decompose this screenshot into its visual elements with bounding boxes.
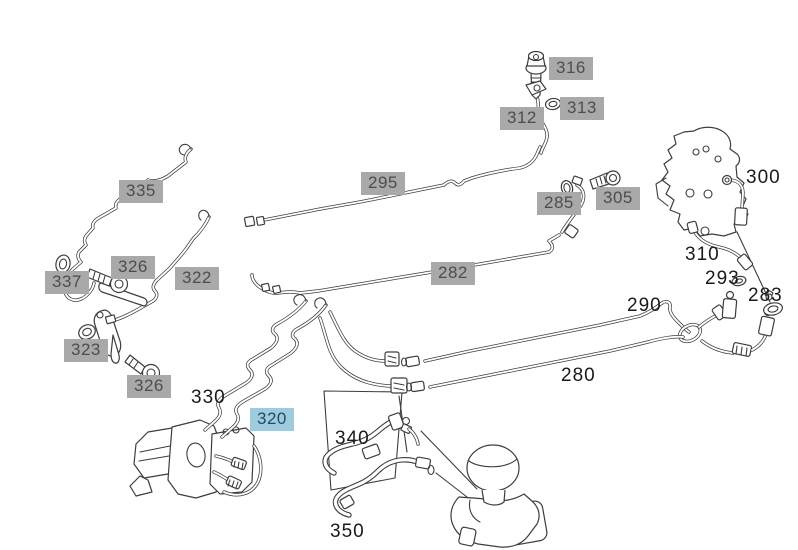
- part-label-350[interactable]: 350: [330, 521, 365, 542]
- part-label-316[interactable]: 316: [549, 57, 593, 80]
- part-label-323[interactable]: 323: [64, 339, 108, 362]
- part-label-310[interactable]: 310: [685, 244, 720, 265]
- clamp-335-art: [98, 282, 148, 307]
- part-label-295[interactable]: 295: [361, 172, 405, 195]
- washer-313-art: [544, 97, 562, 111]
- part-label-313[interactable]: 313: [560, 97, 604, 120]
- leader-lines: [398, 231, 771, 498]
- part-label-322[interactable]: 322: [175, 267, 219, 290]
- part-label-326-upper[interactable]: 326: [111, 256, 155, 279]
- part-label-320-selected[interactable]: 320: [250, 408, 294, 431]
- hose-310-art: [686, 220, 754, 271]
- fitting-300-art: [721, 174, 748, 226]
- part-label-337[interactable]: 337: [45, 271, 89, 294]
- part-label-283[interactable]: 283: [748, 285, 783, 306]
- part-label-280[interactable]: 280: [561, 365, 596, 386]
- part-label-312[interactable]: 312: [500, 107, 544, 130]
- oring-337-art: [55, 254, 71, 274]
- part-label-293[interactable]: 293: [705, 268, 740, 289]
- part-label-300[interactable]: 300: [746, 167, 781, 188]
- banjo-312-art: [525, 80, 547, 96]
- part-label-340[interactable]: 340: [335, 428, 370, 449]
- part-label-330[interactable]: 330: [191, 387, 226, 408]
- bolt-316-art: [525, 50, 547, 100]
- line-end-fittings-art: [697, 290, 775, 357]
- bracket-assembly-art: [655, 126, 749, 237]
- part-label-285[interactable]: 285: [537, 192, 581, 215]
- pipe-282-art: [250, 233, 561, 295]
- bolt-305-art: [589, 170, 621, 190]
- part-label-282[interactable]: 282: [431, 262, 475, 285]
- pipe-335-art: [62, 143, 193, 302]
- part-label-305[interactable]: 305: [596, 187, 640, 210]
- part-label-335[interactable]: 335: [119, 180, 163, 203]
- hoses-340-350-art: [325, 412, 435, 515]
- oring-293-art: [731, 275, 747, 287]
- part-323-art: [78, 309, 122, 364]
- pump-hose-stubs-art: [212, 444, 263, 497]
- reservoir-assembly-art: [450, 444, 548, 548]
- pipe-330-art: [203, 294, 392, 439]
- oring-283-art: [763, 289, 783, 316]
- pipe-280-art: [428, 335, 685, 389]
- connector-fittings-art: [243, 175, 584, 394]
- part-label-290[interactable]: 290: [627, 295, 662, 316]
- part-label-326-lower[interactable]: 326: [127, 375, 171, 398]
- pipe-322-art: [110, 209, 211, 323]
